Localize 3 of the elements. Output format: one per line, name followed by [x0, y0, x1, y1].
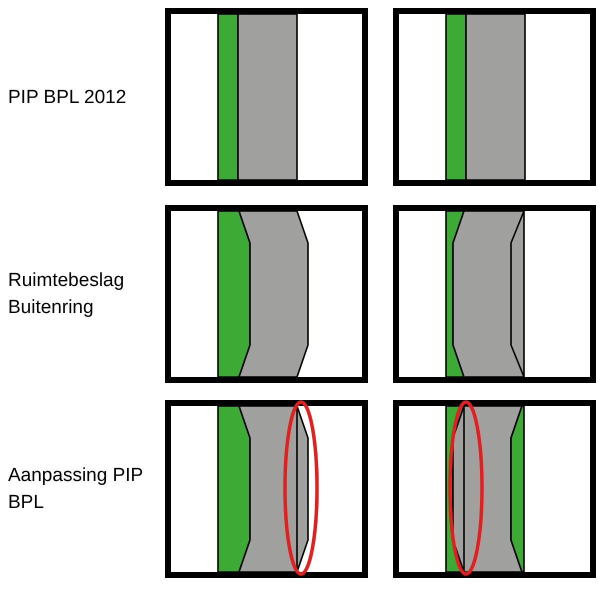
row-label: Aanpassing PIP BPL [8, 464, 144, 515]
row-label: Ruimtebeslag Buitenring [8, 269, 126, 320]
row-label: PIP BPL 2012 [8, 86, 128, 110]
